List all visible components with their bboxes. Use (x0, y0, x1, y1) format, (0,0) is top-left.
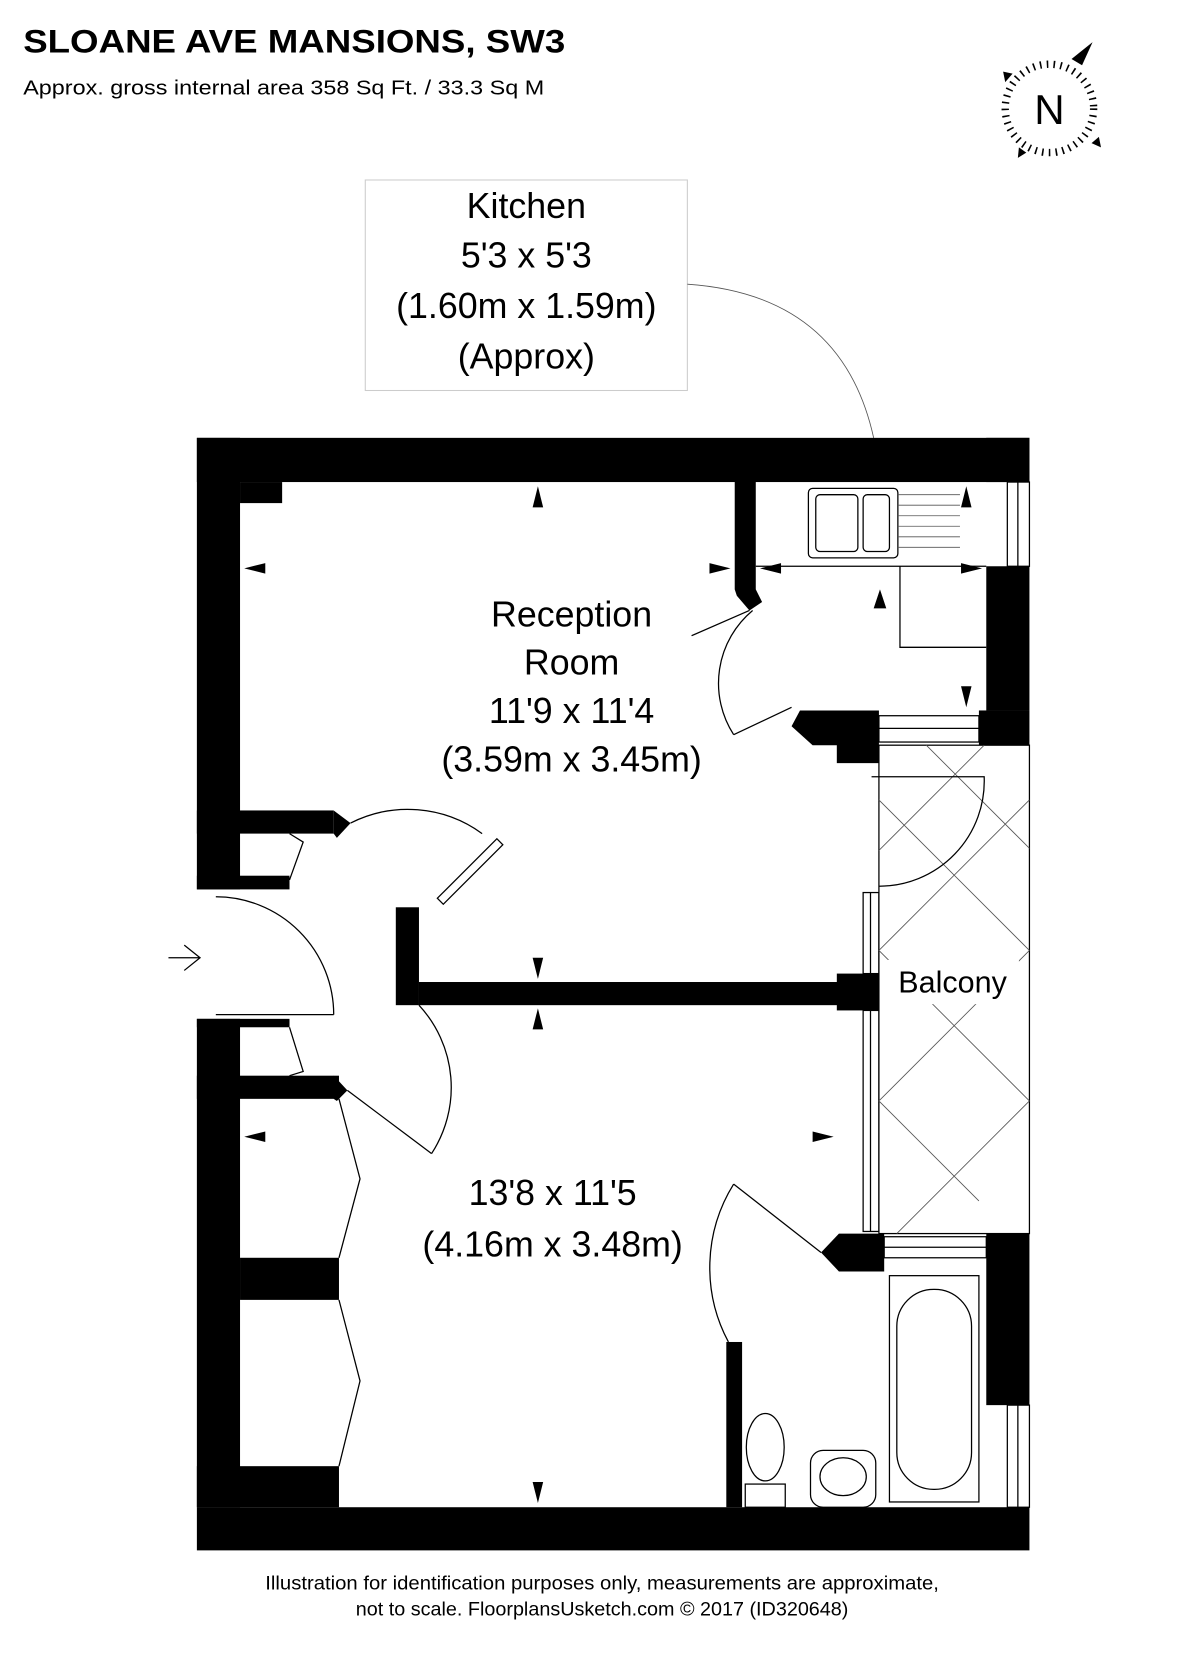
toilet-icon (744, 1412, 786, 1508)
plan-area-subtitle: Approx. gross internal area 358 Sq Ft. /… (23, 78, 544, 100)
balcony-label: Balcony (898, 966, 1007, 1000)
reception-room-label: Reception Room 11'9 x 11'4 (3.59m x 3.45… (441, 594, 701, 779)
svg-text:Room: Room (524, 643, 619, 683)
doors (168, 609, 985, 1467)
svg-text:11'9 x 11'4: 11'9 x 11'4 (489, 691, 654, 731)
north-compass-icon: N (1001, 42, 1102, 158)
svg-text:N: N (1034, 86, 1064, 133)
svg-text:(4.16m x 3.48m): (4.16m x 3.48m) (422, 1225, 682, 1265)
svg-text:(1.60m x 1.59m): (1.60m x 1.59m) (396, 286, 656, 326)
disclaimer-line-1: Illustration for identification purposes… (265, 1573, 939, 1594)
dimension-arrows (244, 486, 983, 1504)
svg-text:Reception: Reception (491, 594, 652, 634)
svg-text:(Approx): (Approx) (458, 336, 595, 376)
fixtures (744, 487, 987, 1508)
svg-text:Kitchen: Kitchen (467, 186, 586, 226)
bedroom-label: 13'8 x 11'5 (4.16m x 3.48m) (422, 1173, 682, 1265)
svg-text:(3.59m x 3.45m): (3.59m x 3.45m) (441, 740, 701, 780)
basin-icon (809, 1449, 877, 1508)
kitchen-label: Kitchen 5'3 x 5'3 (1.60m x 1.59m) (Appro… (364, 179, 875, 438)
windows (862, 481, 1031, 1508)
disclaimer-line-2: not to scale. FloorplansUsketch.com © 20… (356, 1600, 849, 1621)
svg-text:13'8 x 11'5: 13'8 x 11'5 (469, 1173, 637, 1213)
balcony: Balcony (878, 744, 1031, 1235)
svg-text:5'3 x 5'3: 5'3 x 5'3 (461, 235, 592, 275)
plan-title: SLOANE AVE MANSIONS, SW3 (23, 23, 565, 60)
walls (196, 437, 1030, 1551)
